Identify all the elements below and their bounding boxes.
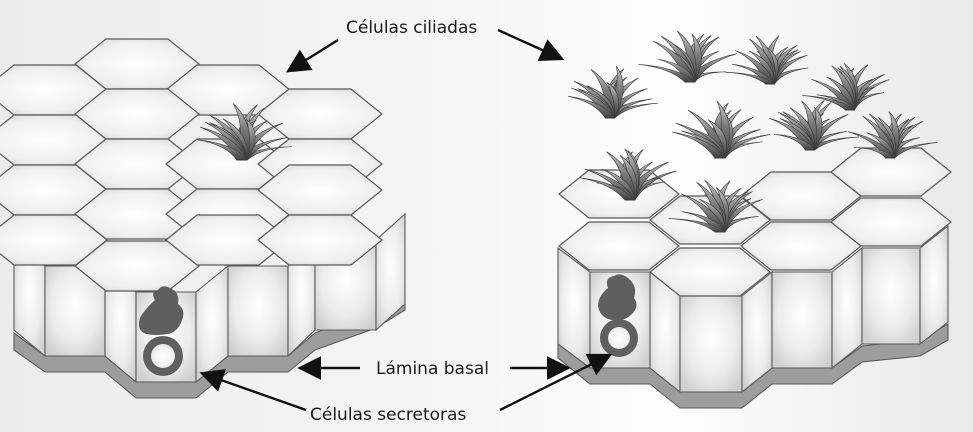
arrow-secretory-left <box>204 374 306 410</box>
left-secretory-nucleus-core <box>151 344 175 368</box>
right-secretory-nucleus-core <box>608 327 630 349</box>
label-secretory-cells: Células secretoras <box>310 405 466 425</box>
right-cell-side <box>772 272 832 368</box>
right-cell-side <box>862 248 920 344</box>
label-basal-lamina: Lámina basal <box>376 359 489 379</box>
right-cell-side <box>680 296 742 392</box>
left-cell-side <box>228 266 288 356</box>
left-apical-surface <box>0 39 382 291</box>
label-ciliated-cells: Células ciliadas <box>346 18 477 38</box>
arrow-ciliated-right <box>498 30 560 58</box>
arrow-ciliated-left <box>290 40 338 70</box>
left-epithelium-block <box>0 39 405 398</box>
